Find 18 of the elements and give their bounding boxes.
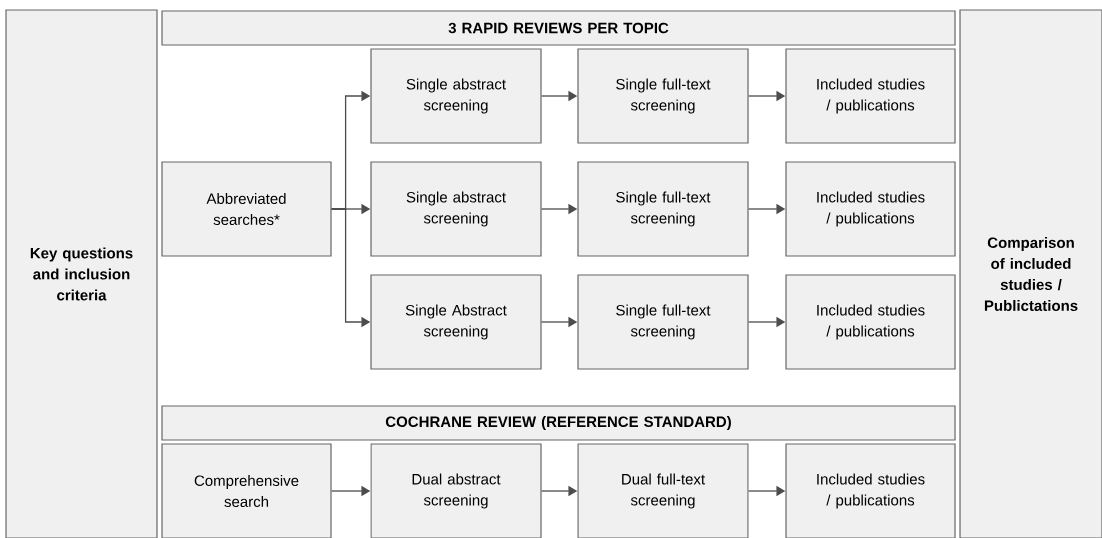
side-panel: Key questions and inclusion criteria	[5, 9, 158, 538]
section-header: 3 RAPID REVIEWS PER TOPIC	[161, 10, 956, 46]
process-box: Included studies / publications	[785, 274, 956, 370]
process-box: Single full-text screening	[577, 161, 749, 257]
process-box: Included studies / publications	[785, 161, 956, 257]
process-box: Single abstract screening	[370, 48, 542, 144]
process-box: Abbreviated searches*	[161, 161, 332, 257]
process-box: Comprehensive search	[161, 443, 332, 538]
section-header: COCHRANE REVIEW (REFERENCE STANDARD)	[161, 405, 956, 441]
process-box: Dual full-text screening	[577, 443, 749, 538]
process-box: Single abstract screening	[370, 161, 542, 257]
process-box: Dual abstract screening	[370, 443, 542, 538]
process-box: Single Abstract screening	[370, 274, 542, 370]
process-box: Single full-text screening	[577, 48, 749, 144]
process-box: Single full-text screening	[577, 274, 749, 370]
process-box: Included studies / publications	[785, 48, 956, 144]
process-box: Included studies / publications	[785, 443, 956, 538]
side-panel: Comparison of included studies / Publictations	[959, 9, 1102, 538]
